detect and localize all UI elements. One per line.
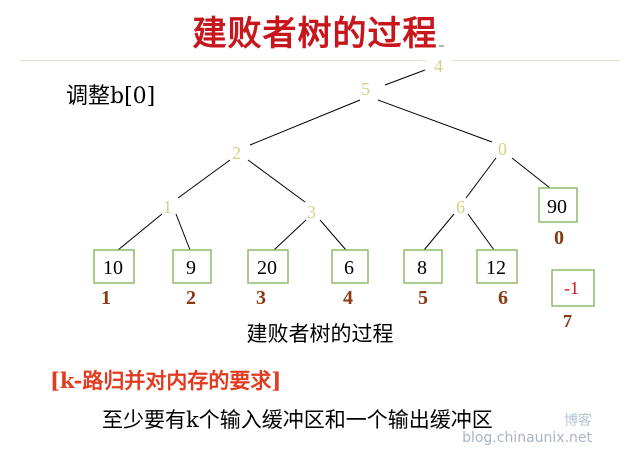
title-divider: [20, 60, 620, 61]
leaf-box-5: [403, 249, 443, 284]
edge-1-9: [175, 213, 191, 251]
edge-2-3: [247, 159, 306, 203]
leaf-box-3: [247, 249, 289, 284]
internal-node-4: 1: [163, 197, 172, 217]
leaf-value-4: 6: [344, 257, 354, 279]
edge-6-12: [467, 213, 495, 251]
edge-4-5: [384, 69, 426, 86]
leaf-box-0: [538, 187, 578, 223]
internal-node-1: 5: [361, 79, 370, 99]
leaf-value-2: 9: [186, 257, 196, 279]
requirement-heading: [k-路归并对内存的要求]: [50, 368, 282, 393]
edge-5-0: [377, 99, 493, 143]
leaf-boxes: [93, 187, 595, 307]
edge-1-10: [117, 213, 163, 251]
step-label: 调整b[0]: [66, 84, 156, 109]
requirement-detail: 至少要有k个输入缓冲区和一个输出缓冲区: [102, 408, 493, 432]
leaf-value-6: 12: [486, 257, 506, 279]
leaf-index-6: 6: [498, 287, 508, 309]
leaf-box-2: [172, 249, 212, 284]
edge-5-2: [249, 99, 361, 146]
watermark-cn: 博客: [564, 413, 592, 429]
internal-node-6: 6: [456, 197, 465, 217]
leaf-index-2: 2: [186, 287, 196, 309]
root-node: 4: [434, 56, 443, 76]
leaf-value-3: 20: [257, 257, 277, 279]
slide-title: 建败者树的过程: [192, 14, 438, 54]
leaf-value-5: 8: [417, 257, 427, 279]
leaf-index-5: 5: [418, 287, 428, 309]
sentinel-index: 7: [563, 311, 572, 331]
edge-3-6: [319, 219, 347, 251]
leaf-box-1: [93, 249, 135, 284]
leaf-value-0: 90: [547, 196, 567, 218]
diagram-caption: 建败者树的过程: [246, 322, 394, 346]
watermark-url: blog.chinaunix.net: [462, 430, 592, 446]
edge-6-8: [423, 213, 455, 251]
leaf-box-6: [476, 249, 518, 284]
tree-edges: [117, 69, 551, 251]
edge-3-20: [273, 219, 307, 251]
leaf-index-0: 0: [554, 227, 564, 249]
root-node-box: [427, 48, 451, 78]
leaf-box-4: [331, 249, 369, 284]
edge-0-6: [465, 157, 497, 199]
internal-node-3: 0: [498, 139, 507, 159]
edge-2-1: [177, 159, 231, 199]
leaf-index-1: 1: [101, 287, 111, 309]
watermark: 博客 blog.chinaunix.net: [452, 410, 592, 454]
leaf-index-3: 3: [256, 287, 266, 309]
internal-node-5: 3: [307, 202, 316, 222]
leaf-value-1: 10: [103, 257, 123, 279]
internal-node-2: 2: [232, 143, 241, 163]
leaf-index-4: 4: [343, 287, 353, 309]
sentinel-value: -1: [564, 278, 579, 298]
edge-0-90: [511, 157, 551, 189]
sentinel-box: [551, 269, 595, 307]
